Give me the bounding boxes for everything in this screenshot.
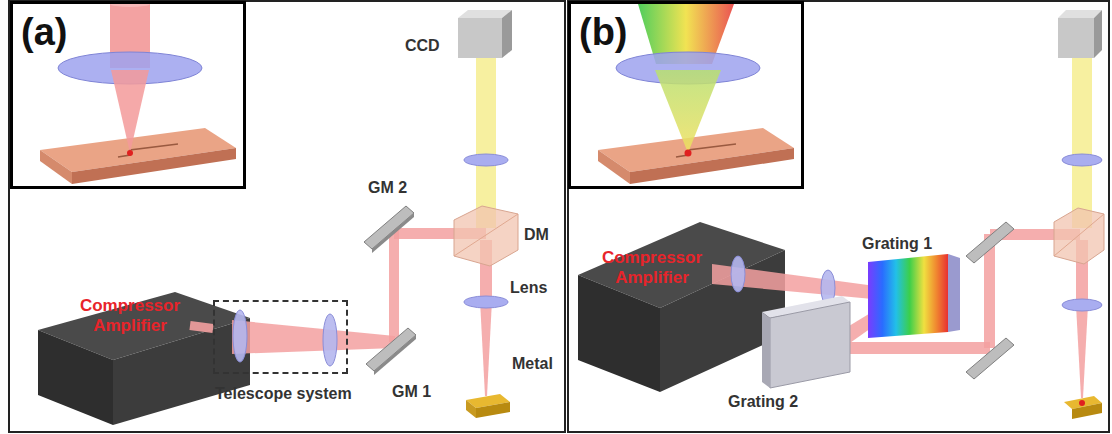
optics-b <box>966 338 1014 379</box>
camera-label: CCD <box>405 36 440 55</box>
mirror-label: GM 1 <box>392 382 431 401</box>
splitter-label: DM <box>524 225 549 244</box>
inset-panel: (b) <box>568 1 804 189</box>
grating-label: Grating 1 <box>862 234 932 253</box>
focus-illustration-a <box>118 144 178 157</box>
mirror-label: GM 2 <box>368 178 407 197</box>
optics-b <box>762 312 770 388</box>
optics-a <box>323 314 337 366</box>
focus-illustration-a <box>40 150 72 184</box>
optics-b <box>948 254 960 332</box>
laser-beam <box>190 326 213 329</box>
optics-b <box>868 254 948 338</box>
telescope-group: Telescope system <box>213 300 348 374</box>
optics-a <box>233 310 247 362</box>
focus-illustration-a <box>111 70 149 153</box>
optics-a <box>374 335 416 375</box>
optics-b <box>1072 403 1102 419</box>
optics-a <box>364 206 414 249</box>
panel-letter: (b) <box>571 4 801 54</box>
laser-beam-b <box>845 342 990 354</box>
laser-beam-a <box>389 226 399 342</box>
optics-b <box>1054 208 1104 264</box>
laser-box-a <box>38 292 250 425</box>
inset-panel: (a) <box>10 1 246 189</box>
optics-b <box>1062 154 1102 166</box>
optics-b <box>731 256 745 292</box>
focus-illustration-a <box>72 148 236 184</box>
optics-b <box>966 222 1014 263</box>
laser-box: Compressor Amplifier <box>70 296 190 340</box>
grating-label: Grating 2 <box>728 392 798 411</box>
optics-b <box>1054 214 1104 256</box>
optics-b <box>1058 18 1094 58</box>
lens-label: Lens <box>510 278 547 297</box>
optics-b <box>731 10 1104 419</box>
focus-illustration-b <box>655 70 721 153</box>
optics-a <box>372 213 414 253</box>
device-label: Compressor Amplifier <box>592 248 712 288</box>
panel-frame <box>568 1 1109 432</box>
optics-a <box>366 328 416 371</box>
sample-label: Metal <box>512 354 553 373</box>
laser-beam-b <box>1072 58 1092 228</box>
laser-beam-b <box>712 58 1092 398</box>
optics-a <box>502 10 512 58</box>
focus-illustration-b <box>630 148 794 184</box>
focus-illustration-b <box>676 144 736 157</box>
laser-beam-a <box>476 58 496 228</box>
laser-box-a <box>38 330 113 425</box>
optics-a <box>454 214 518 256</box>
device-label: Compressor Amplifier <box>70 296 190 336</box>
optics-a <box>458 18 502 58</box>
panel-letter: (a) <box>13 4 243 54</box>
focus-illustration-b <box>598 150 630 184</box>
optics-b <box>1062 299 1102 311</box>
optics-a <box>233 10 518 418</box>
laser-box-b <box>578 222 785 392</box>
laser-box: Compressor Amplifier <box>592 248 712 292</box>
group-label: Telescope system <box>215 384 346 403</box>
focus-illustration-a <box>127 150 133 156</box>
panel-frame <box>9 1 1109 432</box>
laser-box-b <box>578 275 660 392</box>
optics-b <box>1079 400 1085 406</box>
optics-b <box>770 302 850 388</box>
optics-a <box>464 154 508 166</box>
panel-frame <box>9 1 565 432</box>
optics-a <box>454 206 518 266</box>
optics-b <box>1094 10 1102 58</box>
optics-a <box>476 402 510 418</box>
laser-beam-a <box>232 320 395 354</box>
optics-a <box>466 400 476 418</box>
focus-illustration-a <box>40 1 236 184</box>
focus-illustration-b <box>685 150 692 157</box>
optics-a <box>464 296 508 308</box>
